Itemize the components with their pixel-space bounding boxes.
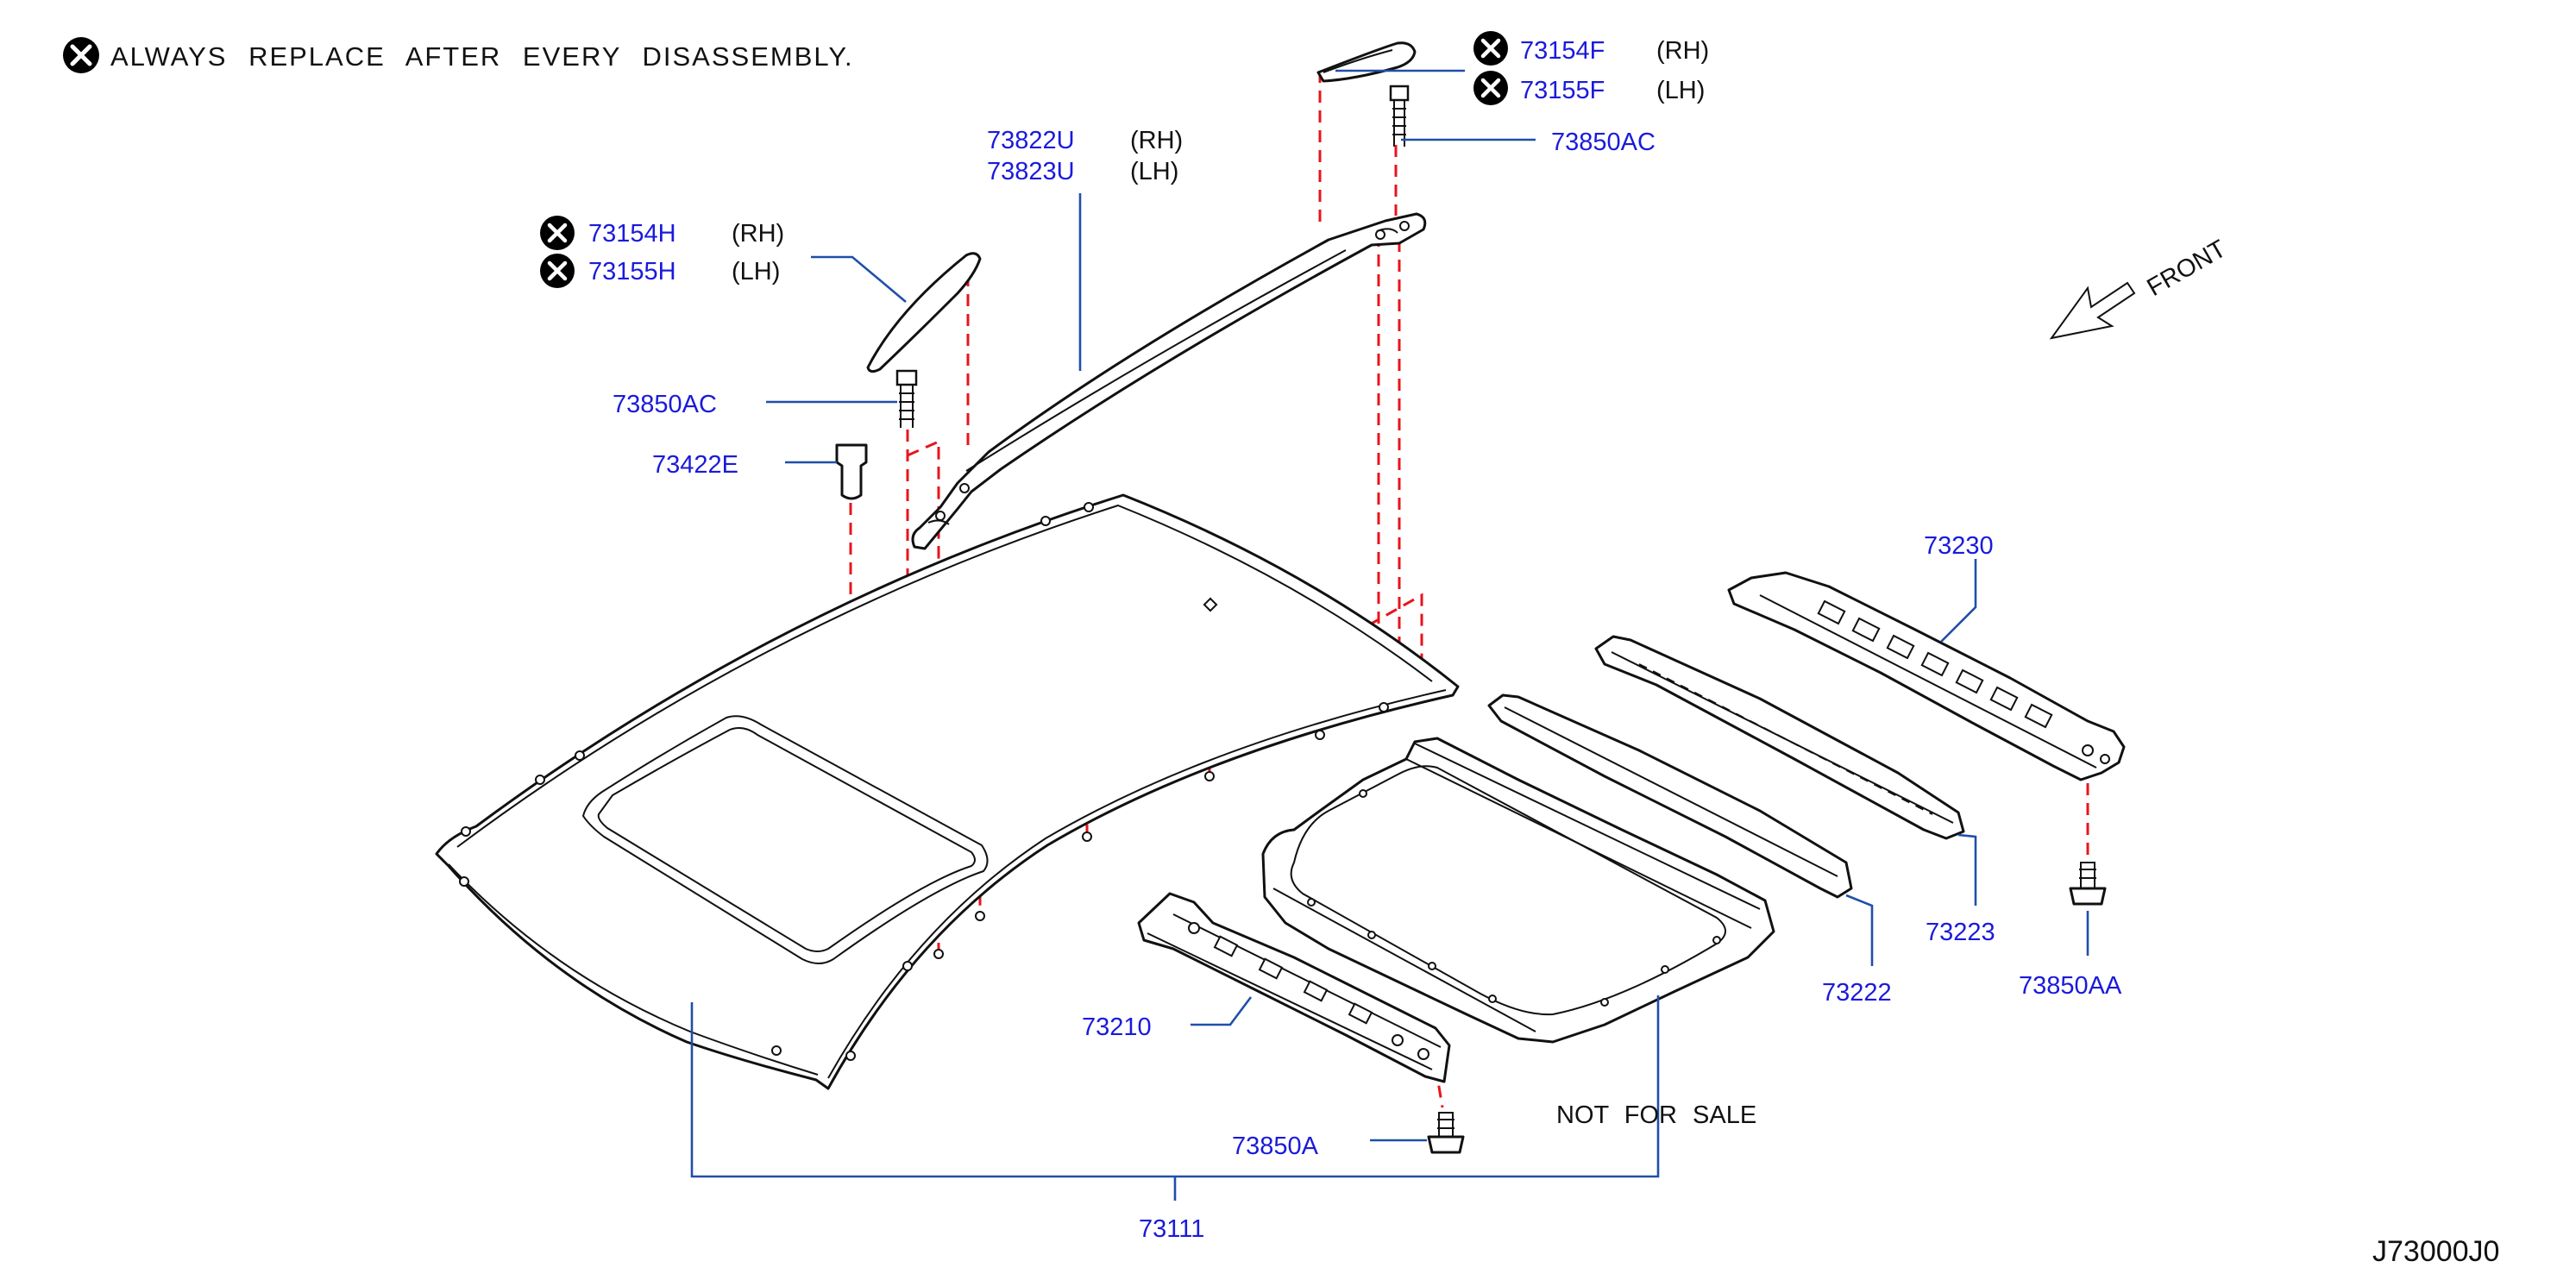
replace-mark-icon — [63, 37, 99, 73]
part-number: 73422E — [652, 451, 738, 479]
part-label-73850AC-left[interactable]: 73850AC — [613, 391, 717, 418]
part-number: 73823U — [987, 158, 1075, 185]
part-number: 73223 — [1926, 919, 1995, 946]
part-number: 73155F — [1520, 77, 1605, 104]
replace-mark-icon — [1473, 71, 1508, 105]
part-side: (LH) — [1130, 158, 1178, 185]
part-side: (RH) — [1130, 127, 1183, 154]
rail-cover-73154H — [866, 252, 982, 373]
front-arrow-icon — [2049, 281, 2136, 340]
bolt-73850A — [1427, 1112, 1465, 1154]
leader-lines — [690, 69, 2089, 1201]
part-number: 73154F — [1520, 37, 1605, 65]
part-label-73222[interactable]: 73222 — [1822, 979, 1892, 1007]
part-number: 73230 — [1924, 532, 1994, 560]
diagram-code: J73000J0 — [2372, 1235, 2499, 1268]
part-label-73230[interactable]: 73230 — [1924, 532, 1994, 560]
part-number: 73222 — [1822, 979, 1892, 1007]
rail-cover-73154F — [1316, 41, 1417, 83]
bolt-73850AC-top — [1389, 85, 1410, 147]
front-bow-73210 — [1137, 892, 1451, 1083]
part-number: 73850A — [1232, 1133, 1319, 1160]
part-number: 73155H — [588, 258, 676, 285]
sunroof-frame — [1261, 737, 1775, 1044]
bolt-73850AA — [2069, 862, 2107, 906]
replace-mark-icon — [1473, 31, 1508, 66]
part-number: 73850AA — [2019, 972, 2122, 1000]
part-label-73422E[interactable]: 73422E — [652, 451, 738, 479]
front-label: FRONT — [2143, 235, 2232, 302]
part-label-73822U[interactable]: 73822U (RH) — [987, 127, 1183, 154]
part-label-73154F[interactable]: 73154F (RH) — [1473, 31, 1709, 66]
part-side: (LH) — [1656, 77, 1705, 104]
part-label-73223[interactable]: 73223 — [1926, 919, 1995, 946]
part-side: (RH) — [732, 220, 784, 248]
part-label-73850AA[interactable]: 73850AA — [2019, 972, 2122, 1000]
part-label-73111[interactable]: 73111 — [1139, 1215, 1204, 1243]
clip-73422E — [835, 443, 868, 500]
part-number: 73111 — [1139, 1215, 1204, 1243]
part-label-73155F[interactable]: 73155F (LH) — [1473, 71, 1705, 105]
not-for-sale-label: NOT FOR SALE — [1556, 1101, 1756, 1129]
part-label-73823U[interactable]: 73823U (LH) — [987, 158, 1178, 185]
roof-bow-73223 — [1594, 635, 1965, 840]
roof-panel-73111 — [435, 493, 1460, 1090]
replace-mark-icon — [540, 254, 575, 288]
replace-mark-icon — [540, 216, 575, 250]
roof-rail-73822U — [911, 212, 1427, 550]
rear-bow-73230 — [1727, 571, 2126, 781]
front-direction-indicator: FRONT — [2049, 235, 2232, 340]
part-number: 73850AC — [613, 391, 717, 418]
part-label-73155H[interactable]: 73155H (LH) — [540, 254, 780, 288]
part-side: (RH) — [1656, 37, 1709, 65]
part-number: 73154H — [588, 220, 676, 248]
replace-note: ALWAYS REPLACE AFTER EVERY DISASSEMBLY. — [63, 37, 854, 73]
part-number: 73822U — [987, 127, 1075, 154]
roof-marker-icon — [1203, 597, 1218, 612]
part-label-73210[interactable]: 73210 — [1082, 1013, 1152, 1041]
part-label-73850A[interactable]: 73850A — [1232, 1133, 1319, 1160]
part-label-73850AC-top[interactable]: 73850AC — [1551, 129, 1656, 156]
bolt-73850AC-left — [895, 369, 918, 428]
part-number: 73210 — [1082, 1013, 1152, 1041]
part-number: 73850AC — [1551, 129, 1656, 156]
part-side: (LH) — [732, 258, 780, 285]
part-label-73154H[interactable]: 73154H (RH) — [540, 216, 784, 250]
replace-note-text: ALWAYS REPLACE AFTER EVERY DISASSEMBLY. — [110, 41, 854, 72]
roof-bow-73222 — [1487, 693, 1853, 899]
